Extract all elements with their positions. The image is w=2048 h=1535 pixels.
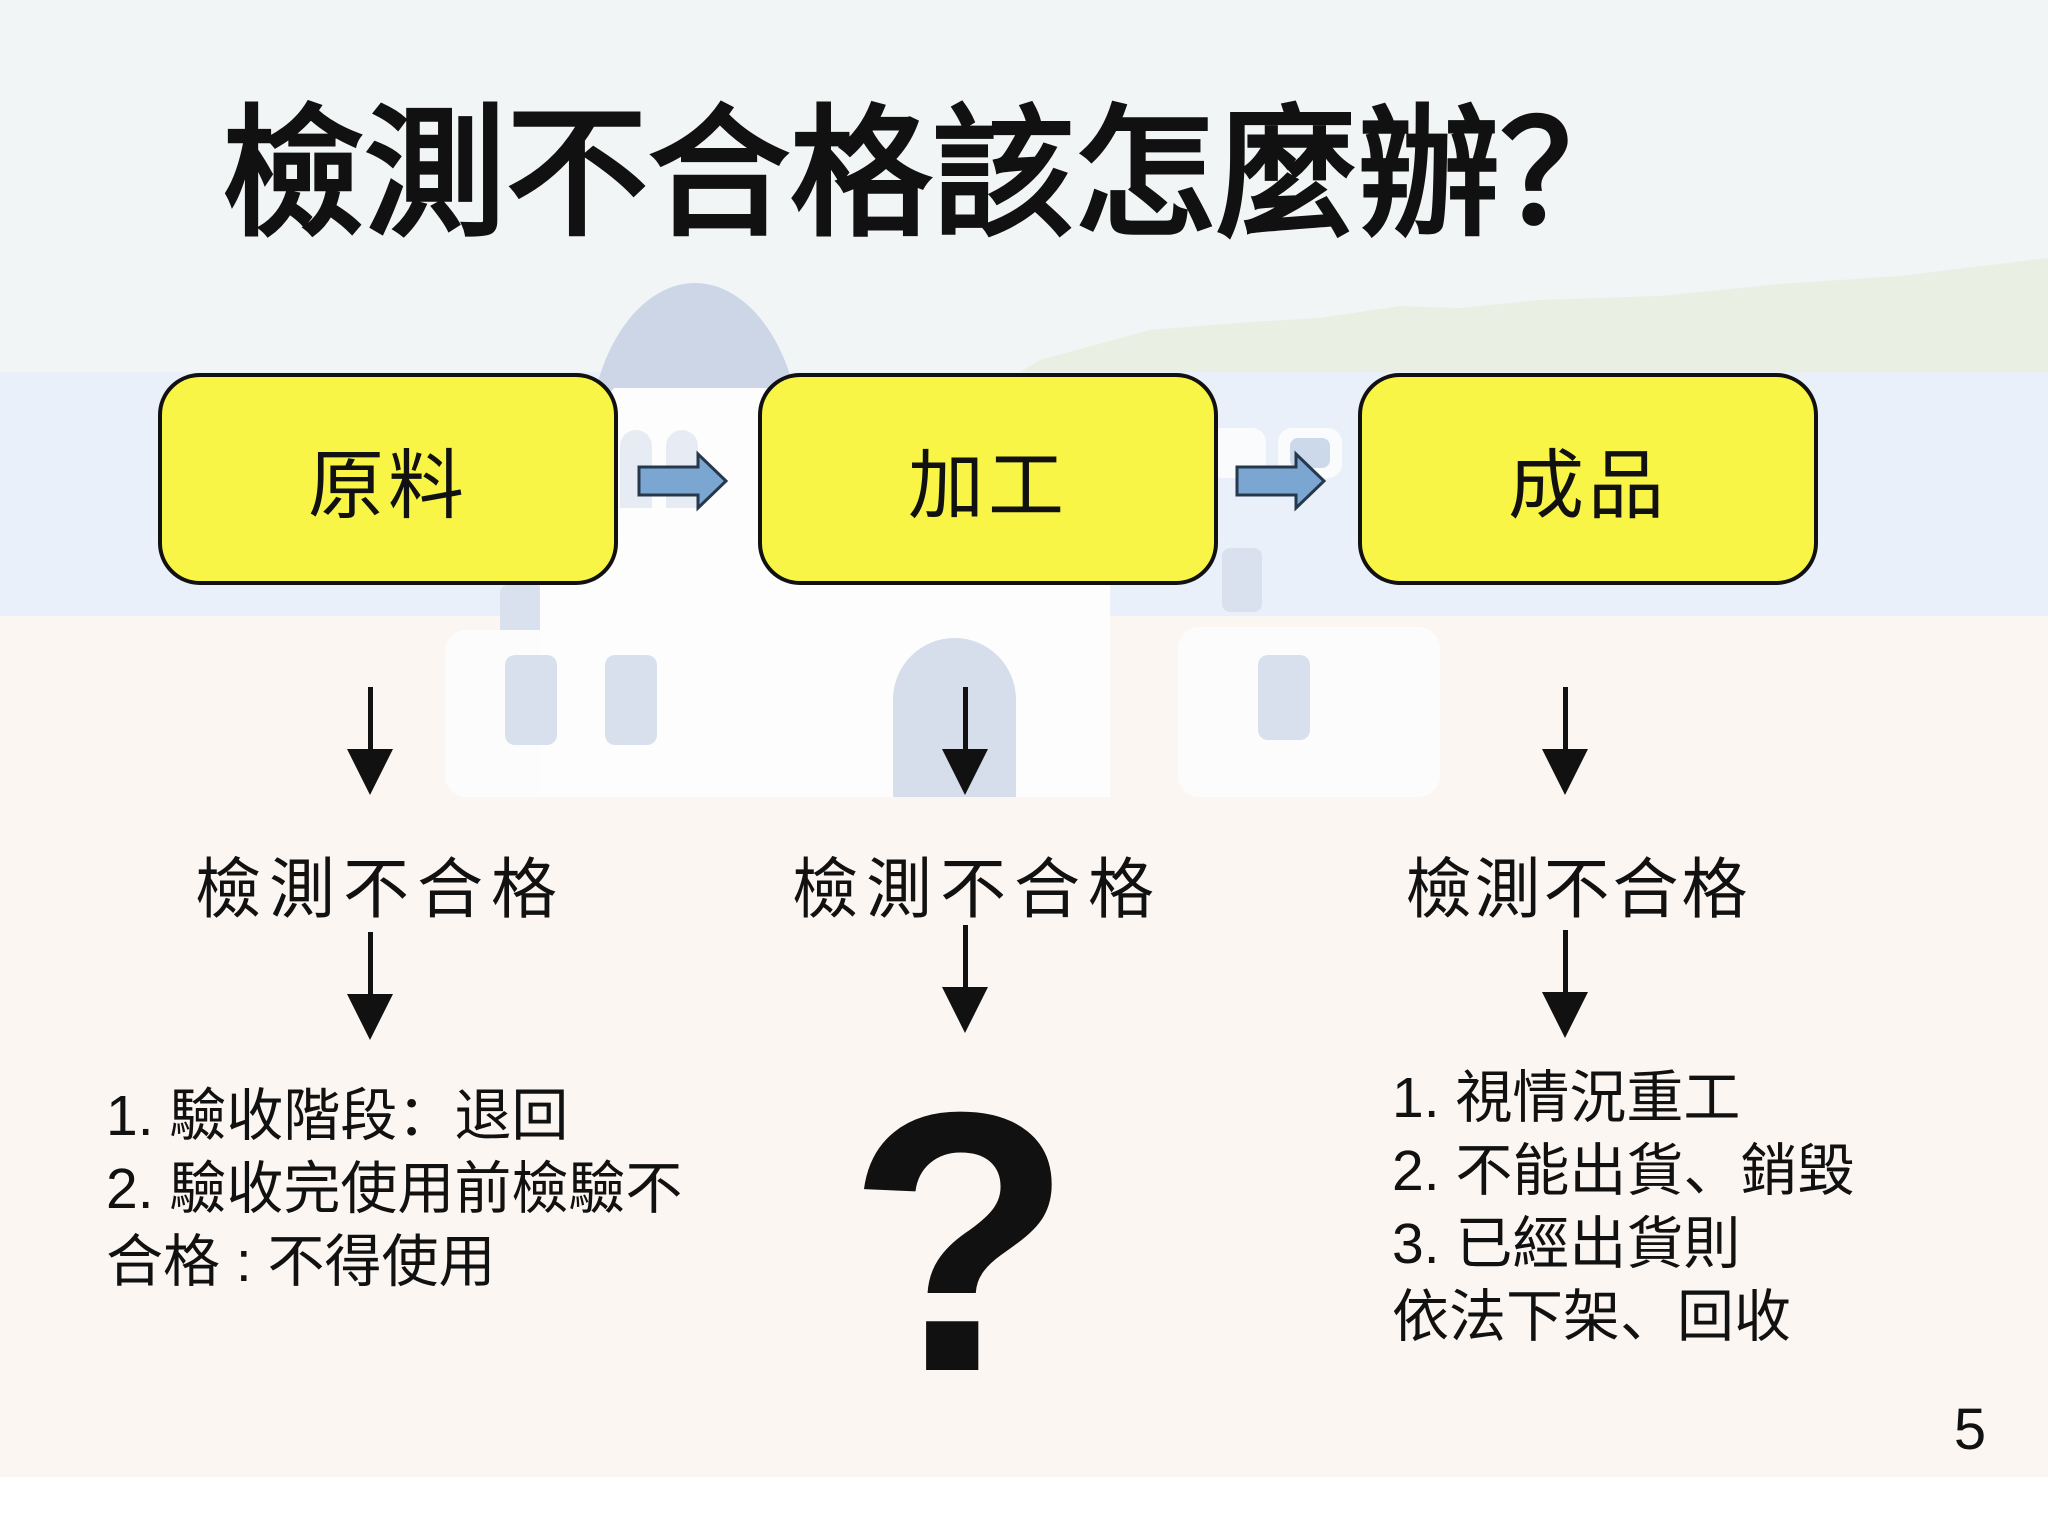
outcome-list-raw-material: 1. 驗收階段：退回 2. 驗收完使用前檢驗不 合格 : 不得使用 xyxy=(106,1080,682,1299)
page-number: 5 xyxy=(1953,1397,1987,1462)
outcome-line: 2. 不能出貨、銷毀 xyxy=(1392,1139,1855,1203)
flow-arrow-icon xyxy=(637,450,729,512)
hills-illustration xyxy=(1020,258,2048,372)
outcome-line: 1. 視情況重工 xyxy=(1392,1066,1741,1130)
outcome-list-finished-product: 1. 視情況重工 2. 不能出貨、銷毀 3. 已經出貨則 依法下架、回收 xyxy=(1392,1062,1854,1354)
down-arrow-icon xyxy=(942,687,988,795)
down-arrow-icon xyxy=(942,925,988,1033)
outcome-line: 依法下架、回收 xyxy=(1392,1285,1791,1349)
fail-label: 檢測不合格 xyxy=(792,852,1162,926)
flow-arrow-icon xyxy=(1235,450,1327,512)
down-arrow-icon xyxy=(1542,687,1588,795)
stage-box-raw-material: 原料 xyxy=(158,373,618,585)
stage-box-processing: 加工 xyxy=(758,373,1218,585)
slide-title: 檢測不合格該怎麼辦？ xyxy=(222,95,1642,254)
stage-box-finished-product: 成品 xyxy=(1358,373,1818,585)
outcome-line: 2. 驗收完使用前檢驗不 xyxy=(106,1157,683,1221)
background-footer-strip xyxy=(0,1477,2048,1535)
fail-label: 檢測不合格 xyxy=(1405,852,1751,926)
down-arrow-icon xyxy=(1542,930,1588,1038)
outcome-line: 3. 已經出貨則 xyxy=(1392,1212,1741,1276)
down-arrow-icon xyxy=(347,687,393,795)
down-arrow-icon xyxy=(347,932,393,1040)
fail-label: 檢測不合格 xyxy=(195,852,565,926)
outcome-line: 1. 驗收階段：退回 xyxy=(106,1084,569,1148)
building-window xyxy=(505,655,557,745)
outcome-line: 合格 : 不得使用 xyxy=(106,1230,496,1294)
building-chimney xyxy=(1222,548,1262,612)
question-mark: ? xyxy=(846,1036,1073,1449)
building-window xyxy=(1258,655,1310,740)
building-window xyxy=(605,655,657,745)
